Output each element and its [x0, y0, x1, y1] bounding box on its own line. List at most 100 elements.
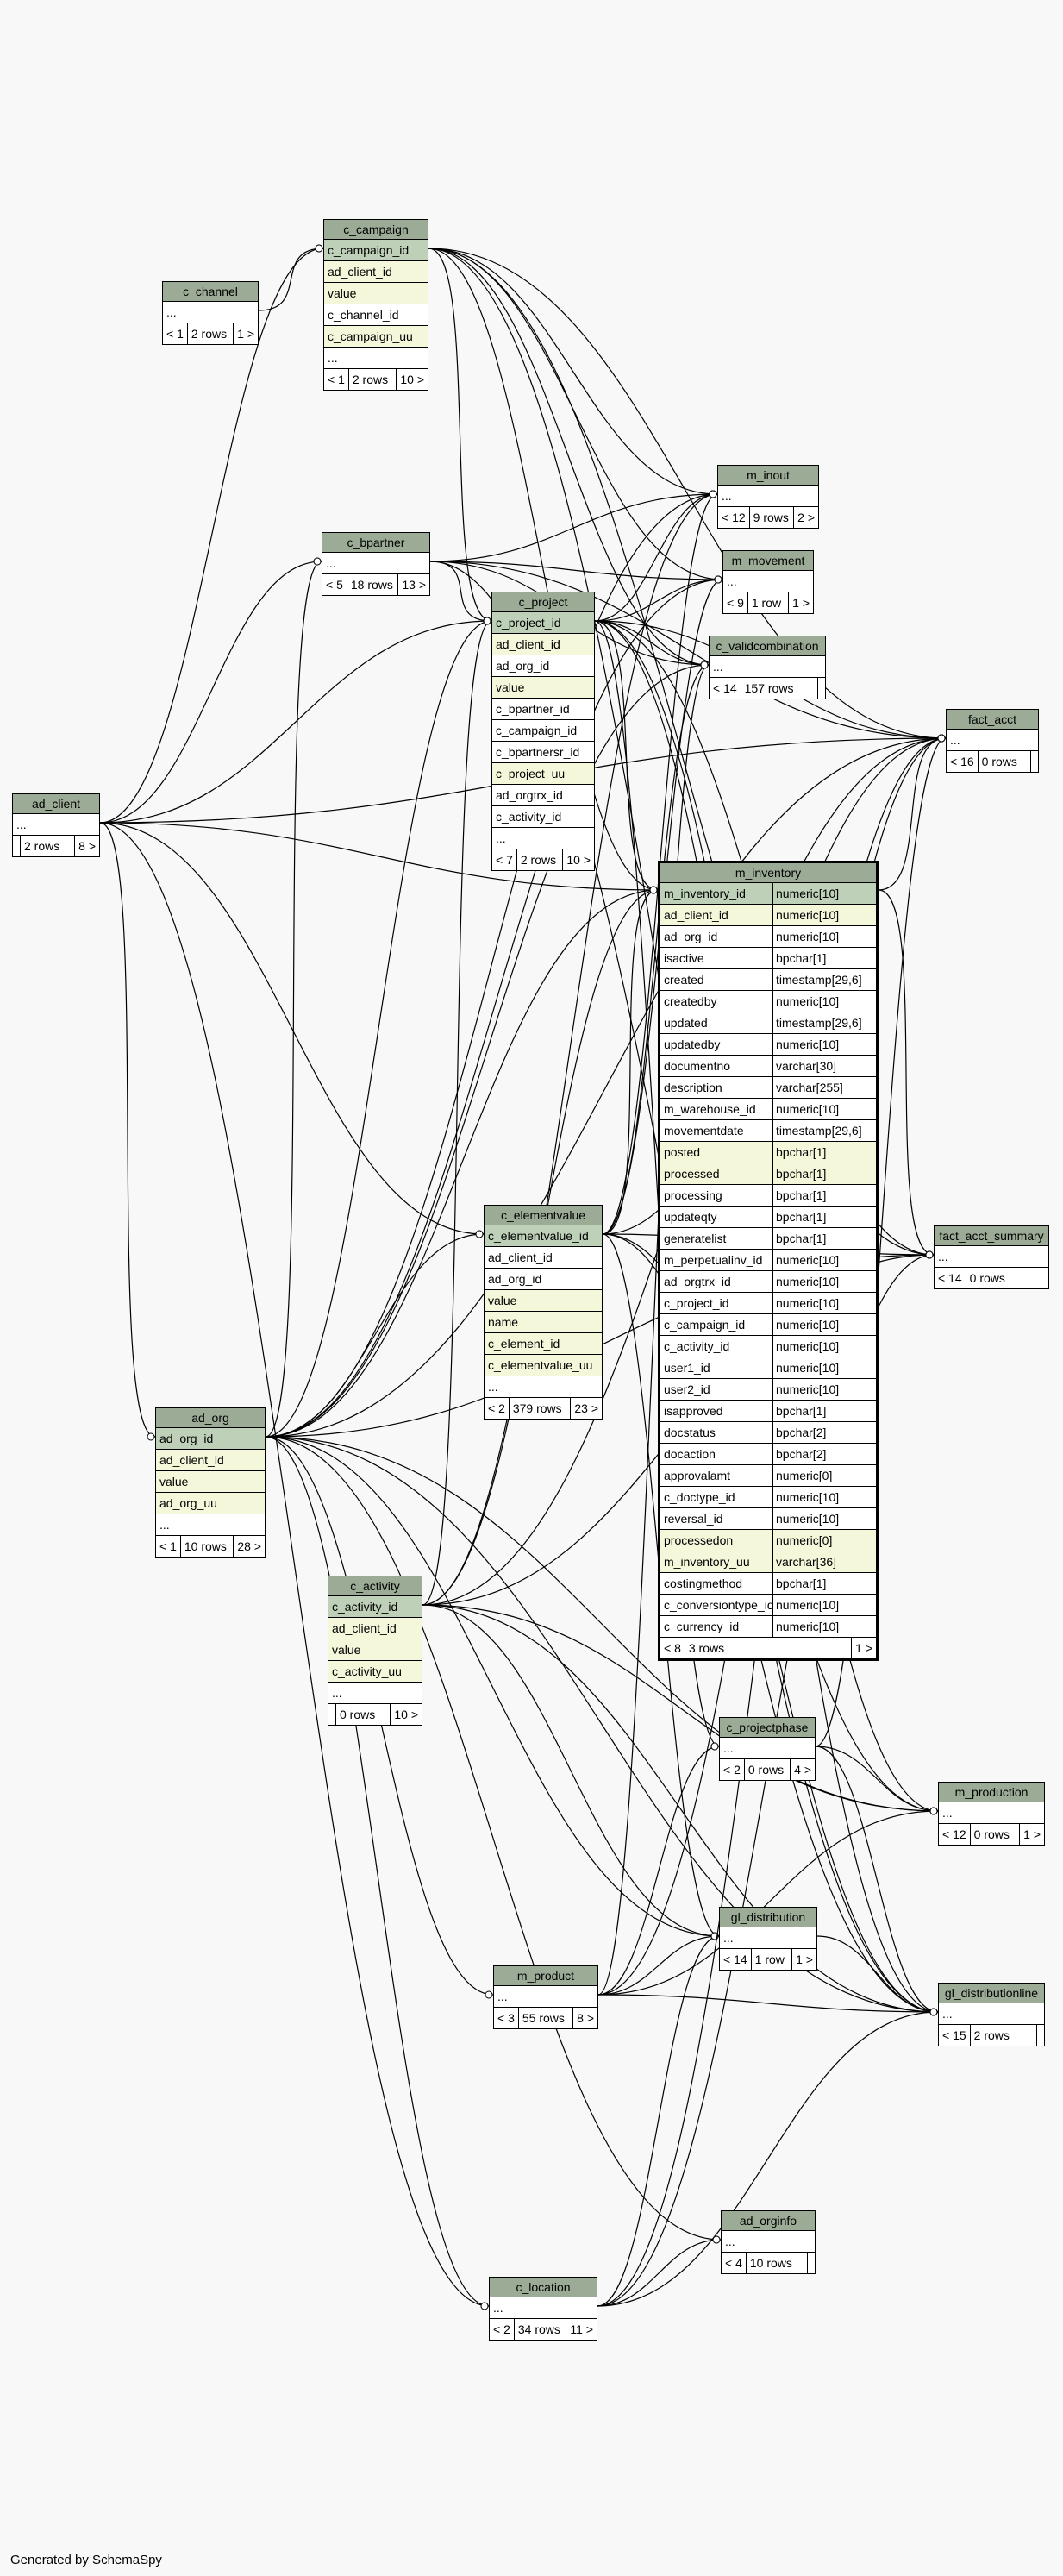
column-name: approvalamt: [664, 1469, 731, 1482]
more-columns: ...: [720, 1738, 815, 1759]
row-count: 2 rows: [188, 323, 234, 344]
column-type: numeric[10]: [772, 1595, 872, 1615]
relationship-line: [422, 1604, 939, 1812]
relationship-endpoint: [709, 490, 717, 498]
column-row: ad_client_id: [156, 1450, 265, 1471]
relationship-line: [594, 579, 723, 622]
column-type: numeric[10]: [772, 883, 872, 904]
column-row: ad_org_id: [492, 655, 594, 677]
table-title: gl_distribution: [720, 1908, 816, 1927]
column-row: value: [328, 1639, 422, 1661]
row-count: 10 rows: [747, 2253, 808, 2273]
column-name: processing: [664, 1188, 722, 1202]
column-name: reversal_id: [664, 1512, 723, 1526]
row-count: 10 rows: [181, 1536, 234, 1557]
relationship-endpoint: [929, 1807, 938, 1815]
more-columns: ...: [947, 730, 1038, 751]
relationship-line: [265, 561, 322, 1438]
parents-link: < 1: [156, 1536, 181, 1557]
children-link: 1 >: [796, 1952, 813, 1966]
table-title: gl_distributionline: [939, 1984, 1044, 2003]
table-title: ad_orginfo: [722, 2211, 815, 2231]
relationship-line: [428, 248, 492, 622]
column-name: docaction: [664, 1447, 716, 1461]
children-link: 8 >: [577, 2011, 594, 2025]
parents-link: < 3: [494, 2008, 519, 2028]
row-count: 0 rows: [971, 1824, 1021, 1845]
more-columns: ...: [710, 656, 825, 678]
children-link: 4 >: [794, 1763, 811, 1777]
column-name: user2_id: [664, 1382, 710, 1396]
column-name: processed: [664, 1167, 720, 1181]
parents-link: < 2: [720, 1759, 745, 1780]
parents-link: < 9: [723, 592, 748, 613]
more-columns: ...: [13, 814, 99, 836]
column-name: generatelist: [664, 1232, 727, 1245]
relationship-endpoint: [712, 2235, 721, 2244]
column-type: bpchar[1]: [772, 1163, 872, 1184]
parents-link: < 2: [485, 1398, 510, 1419]
relationship-line: [422, 1604, 720, 1937]
parents-link: < 7: [492, 849, 517, 870]
row-count: 1 row: [752, 1949, 793, 1970]
relationship-line: [99, 822, 156, 1438]
relationship-line: [265, 737, 947, 1438]
table-title: c_location: [490, 2278, 597, 2297]
table-title: fact_acct_summary: [935, 1226, 1048, 1246]
column-type: timestamp[29,6]: [772, 1012, 872, 1033]
column-type: numeric[0]: [772, 1530, 872, 1551]
relationship-line: [99, 620, 492, 824]
children-link: 10 >: [400, 373, 424, 386]
relationship-line: [815, 737, 947, 1747]
column-row: ad_org_uu: [156, 1493, 265, 1514]
more-columns: ...: [322, 553, 429, 574]
column-name: c_project_id: [664, 1296, 729, 1310]
relationship-endpoint: [929, 2008, 938, 2016]
relationship-line: [265, 1436, 939, 2013]
column-type: numeric[10]: [772, 1616, 872, 1637]
more-columns: ...: [324, 348, 428, 369]
row-count: 18 rows: [347, 574, 399, 595]
column-type: bpchar[1]: [772, 1142, 872, 1163]
column-type: varchar[30]: [772, 1056, 872, 1076]
relationship-line: [422, 1604, 939, 2013]
children-link: 1 >: [855, 1641, 872, 1655]
column-name: documentno: [664, 1059, 731, 1073]
column-name: costingmethod: [664, 1576, 743, 1590]
relationship-line: [99, 822, 485, 1235]
column-type: numeric[10]: [772, 1099, 872, 1119]
